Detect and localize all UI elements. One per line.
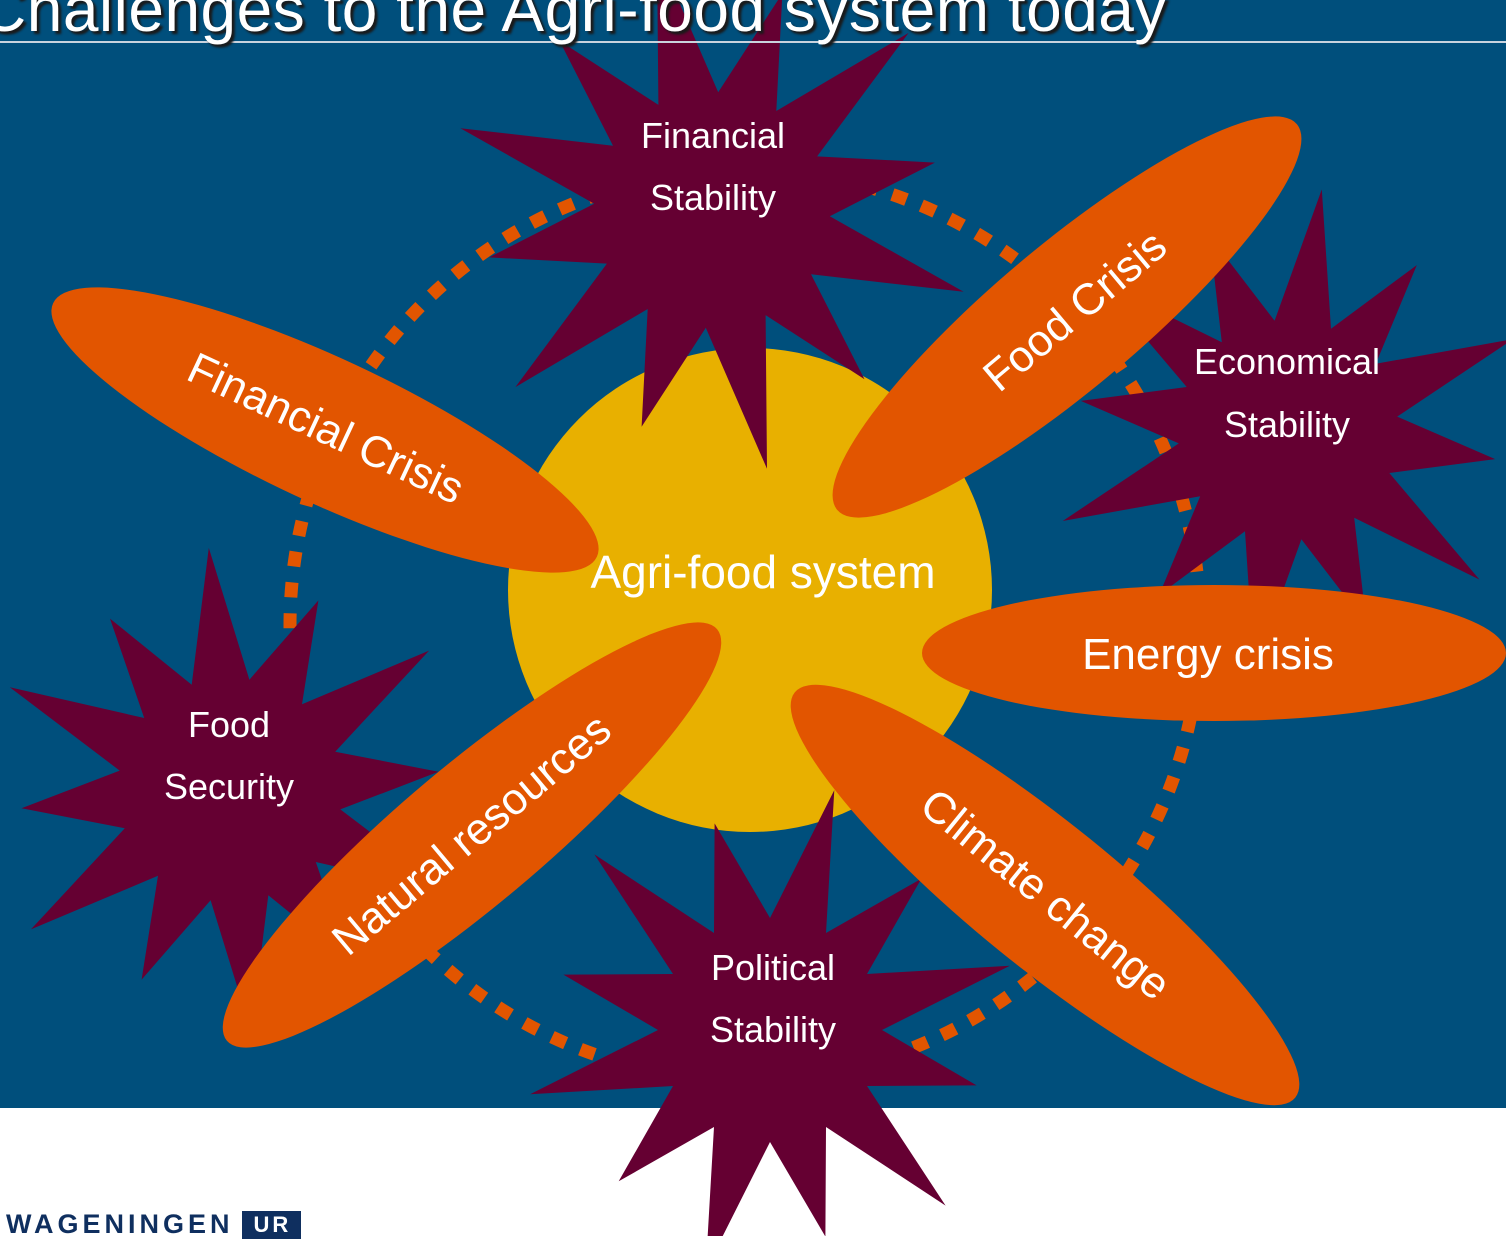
agri-food-label: Agri-food system [590,546,935,598]
crisis-label-energy: Energy crisis [1082,630,1334,679]
wageningen-logo: WAGENINGEN UR [6,1209,302,1240]
star-label-economical: Economical Stability [1194,341,1380,445]
star-political-line2: Stability [710,1009,836,1050]
star-food-line1: Food [188,704,270,745]
title-underline [0,41,1506,43]
slide-title: Challenges to the Agri-food system today [0,0,1167,45]
star-financial [460,0,964,469]
logo-badge: UR [241,1210,302,1239]
star-political [530,790,1010,1236]
star-label-food-security: Food Security [164,704,294,807]
star-food-line2: Security [164,766,294,807]
logo-wordmark: WAGENINGEN [6,1209,234,1239]
star-food-security [9,547,451,1033]
stability-stars [9,0,1506,1236]
crisis-energy-crisis: Energy crisis [922,585,1506,721]
crisis-climate-change: Climate change [790,684,1300,1106]
star-economical [1062,189,1506,671]
star-economical-line2: Stability [1224,404,1350,445]
star-economical-line1: Economical [1194,341,1380,382]
star-political-line1: Political [711,947,835,988]
star-label-political: Political Stability [710,947,836,1050]
star-financial-line1: Financial [641,115,785,156]
star-financial-line2: Stability [650,177,776,218]
star-label-financial: Financial Stability [641,115,785,218]
